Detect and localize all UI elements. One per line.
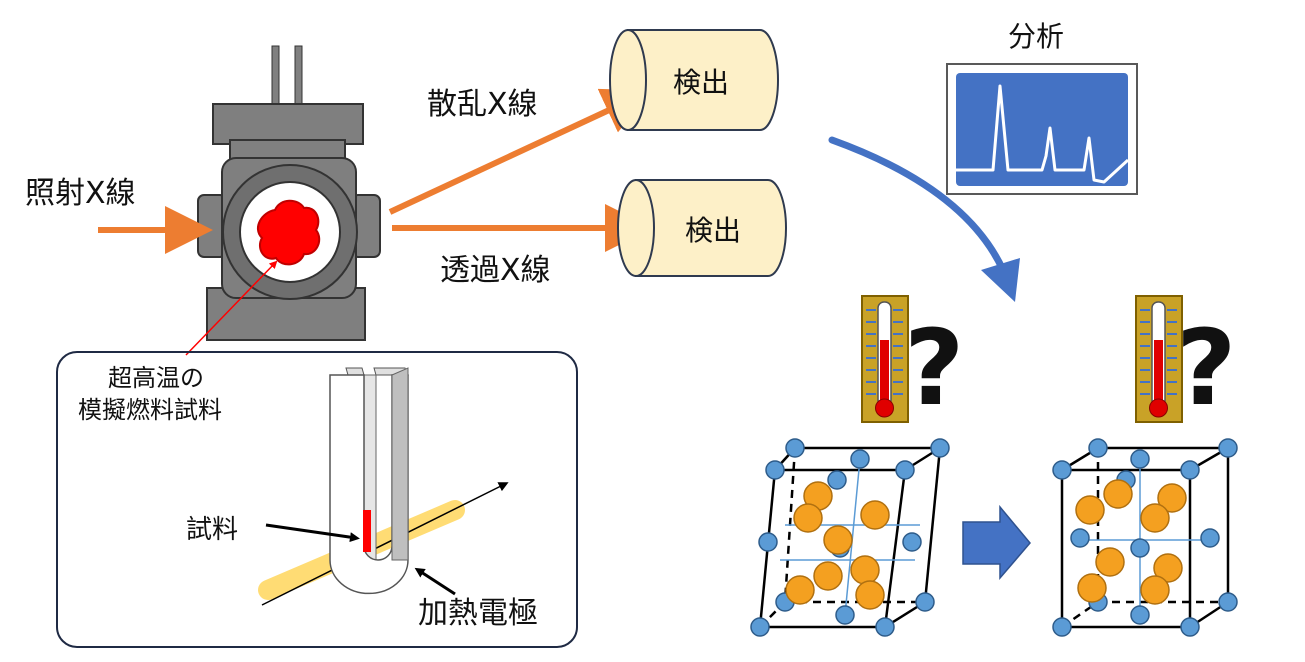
- sample-strip: [363, 510, 371, 552]
- curved-arrow: [828, 136, 1020, 302]
- sample-pointer: [265, 523, 360, 543]
- detector-1: 検出: [609, 29, 779, 131]
- atoms-lattice-2: [1052, 438, 1238, 637]
- detector-2-label: 検出: [685, 214, 741, 247]
- atoms-lattice-2-orange: [1075, 479, 1187, 605]
- atoms-lattice-1-orange: [785, 481, 890, 610]
- heating-electrode: [329, 367, 409, 595]
- spectrum-graph-icon: [946, 63, 1138, 195]
- analysis-label: 分析: [1008, 20, 1064, 53]
- question-mark-icon: ?: [1176, 307, 1236, 429]
- pointer-line: [185, 260, 278, 356]
- detector-2: 検出: [617, 179, 787, 277]
- electrode-pointer: [414, 567, 456, 596]
- inset-title-line2: 模擬燃料試料: [78, 396, 222, 424]
- scattered-xray-label: 散乱X線: [427, 87, 538, 122]
- question-mark-icon: ?: [904, 307, 964, 429]
- scattered-beam: [388, 88, 652, 215]
- thermometer-icon: [861, 295, 909, 423]
- detector-1-label: 検出: [673, 66, 729, 99]
- inset-box: [56, 351, 578, 648]
- heating-electrode-label: 加熱電極: [418, 596, 538, 631]
- sample-label: 試料: [186, 515, 238, 545]
- sample-blob: [256, 199, 321, 266]
- thermometer-icon: [1135, 295, 1183, 423]
- incident-xray-label: 照射X線: [25, 176, 136, 211]
- transmitted-xray-label: 透過X線: [440, 253, 551, 288]
- inset-title-line1: 超高温の: [108, 364, 204, 392]
- transition-arrow: [962, 504, 1031, 581]
- sample-chamber: [197, 45, 381, 341]
- heater-axis: [261, 482, 509, 606]
